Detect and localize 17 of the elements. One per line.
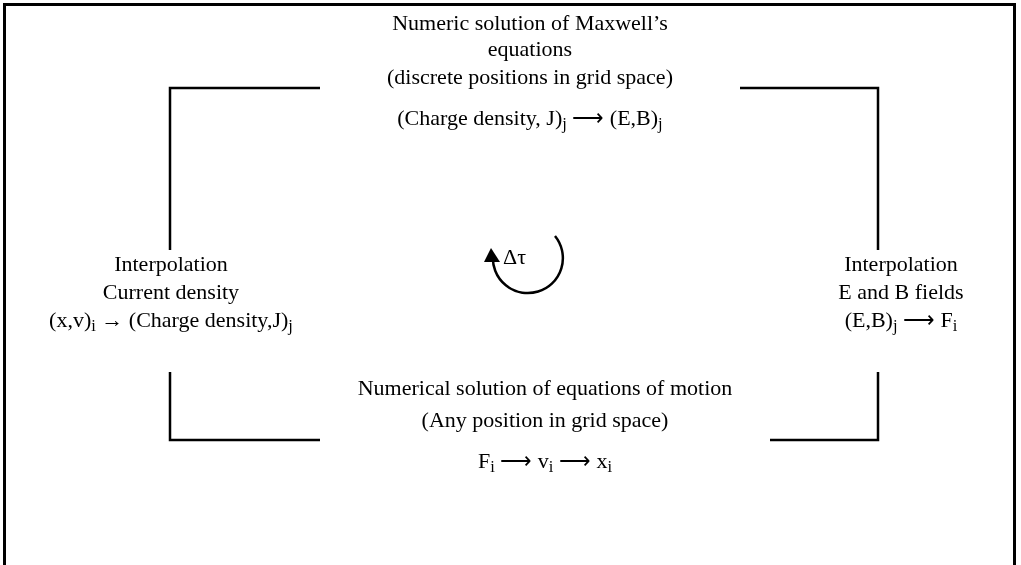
node-text: Numeric solution of Maxwell’s equations bbox=[391, 10, 669, 62]
connector-line bbox=[168, 372, 320, 442]
formula-text: (Charge density, J)$_{j}$ ⟶ (E,B)$_{j}$ bbox=[397, 104, 663, 132]
formula-text: (E,B)$_{j}$ ⟶ F$_{i}$ bbox=[844, 306, 958, 334]
node-text: Current density bbox=[102, 278, 240, 306]
node-text: (discrete positions in grid space) bbox=[387, 63, 673, 91]
connector-line bbox=[740, 86, 880, 250]
node-text: Interpolation bbox=[114, 250, 228, 278]
formula-text: F$_{i}$ ⟶ v$_{i}$ ⟶ x$_{i}$ bbox=[478, 447, 612, 475]
connector-line bbox=[168, 86, 320, 250]
connector-line bbox=[770, 372, 880, 442]
node-text: Interpolation bbox=[844, 250, 958, 278]
node-text: Numerical solution of equations of motion bbox=[356, 375, 734, 401]
formula-text: (x,v)$_{i}$ → (Charge density,J)$_{j}$ bbox=[49, 306, 293, 334]
node-text: E and B fields bbox=[838, 278, 964, 306]
time-step-label: Δτ bbox=[503, 243, 526, 271]
node-text: (Any position in grid space) bbox=[421, 406, 669, 434]
